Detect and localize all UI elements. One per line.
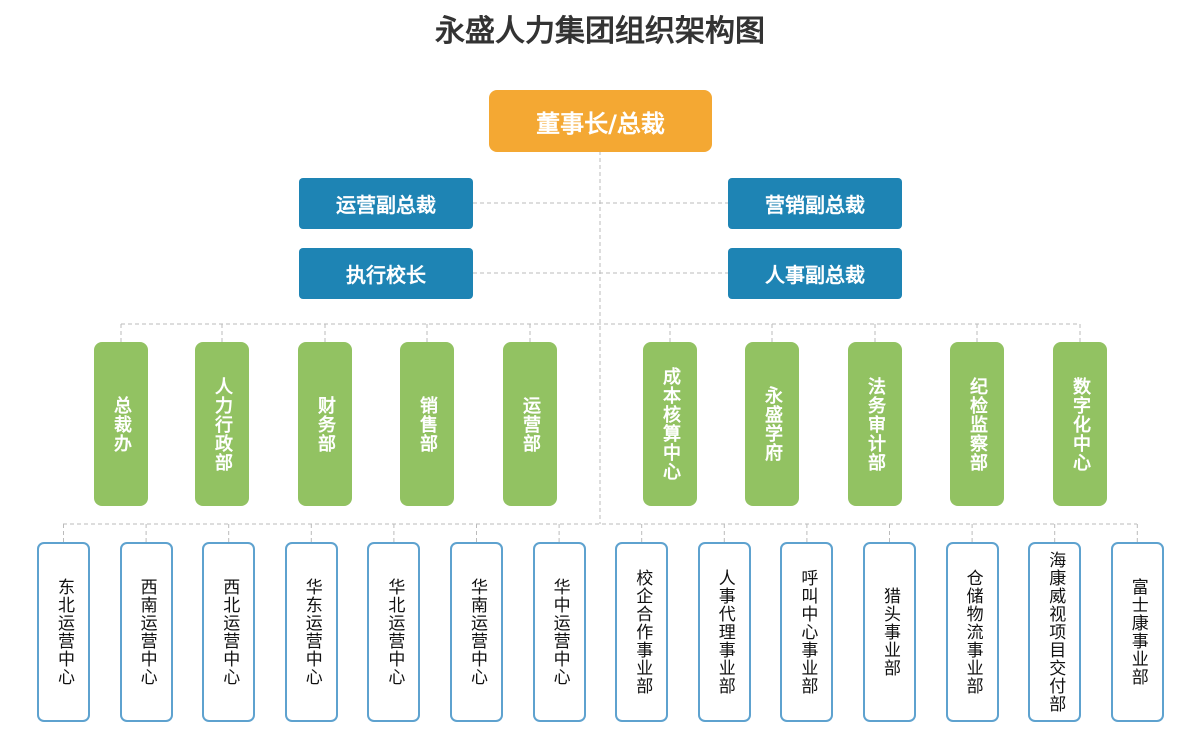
- business-unit-box[interactable]: 西南运营中心: [119, 542, 173, 722]
- department-box[interactable]: 人力行政部: [195, 342, 249, 506]
- department-label: 数字化中心: [1070, 376, 1091, 472]
- vp-operations-box[interactable]: 运营副总裁: [299, 178, 473, 229]
- department-label: 总裁办: [111, 395, 132, 453]
- business-unit-label: 猎头事业部: [880, 587, 900, 677]
- business-unit-box[interactable]: 猎头事业部: [863, 542, 916, 722]
- department-box[interactable]: 成本核算中心: [643, 342, 697, 506]
- business-unit-label: 华东运营中心: [301, 578, 322, 686]
- department-label: 销售部: [417, 395, 438, 453]
- business-unit-box[interactable]: 海康威视项目交付部: [1028, 542, 1082, 722]
- department-box[interactable]: 总裁办: [94, 342, 148, 506]
- business-unit-label: 富士康事业部: [1127, 578, 1148, 686]
- business-unit-label: 华北运营中心: [384, 578, 405, 686]
- vp-hr-label: 人事副总裁: [765, 263, 865, 287]
- business-unit-box[interactable]: 华北运营中心: [367, 542, 421, 722]
- department-box[interactable]: 法务审计部: [848, 342, 902, 506]
- business-unit-label: 华中运营中心: [549, 578, 570, 686]
- business-unit-label: 海康威视项目交付部: [1045, 551, 1066, 713]
- business-unit-box[interactable]: 富士康事业部: [1110, 542, 1164, 722]
- department-label: 运营部: [520, 395, 541, 453]
- vp-marketing-label: 营销副总裁: [765, 193, 865, 217]
- business-unit-box[interactable]: 东北运营中心: [37, 542, 90, 722]
- vp-hr-box[interactable]: 人事副总裁: [728, 248, 902, 299]
- department-label: 人力行政部: [212, 376, 233, 472]
- department-box[interactable]: 运营部: [503, 342, 557, 506]
- department-box[interactable]: 永盛学府: [745, 342, 799, 506]
- department-label: 财务部: [315, 395, 336, 453]
- business-unit-label: 华南运营中心: [467, 578, 487, 686]
- department-label: 法务审计部: [865, 376, 886, 472]
- department-box[interactable]: 数字化中心: [1053, 342, 1107, 506]
- business-unit-box[interactable]: 人事代理事业部: [697, 542, 751, 722]
- business-unit-box[interactable]: 呼叫中心事业部: [780, 542, 834, 722]
- business-unit-box[interactable]: 校企合作事业部: [615, 542, 669, 722]
- business-unit-label: 呼叫中心事业部: [797, 569, 818, 695]
- business-unit-label: 东北运营中心: [54, 578, 74, 686]
- chart-title: 永盛人力集团组织架构图: [435, 14, 765, 49]
- vp-operations-label: 运营副总裁: [336, 193, 436, 217]
- department-box[interactable]: 纪检监察部: [950, 342, 1004, 506]
- business-unit-label: 校企合作事业部: [632, 569, 653, 695]
- business-unit-label: 西南运营中心: [136, 578, 157, 686]
- executive-principal-box[interactable]: 执行校长: [299, 248, 473, 299]
- business-unit-box[interactable]: 仓储物流事业部: [945, 542, 999, 722]
- business-unit-box[interactable]: 华中运营中心: [532, 542, 586, 722]
- department-box[interactable]: 销售部: [400, 342, 454, 506]
- executive-principal-label: 执行校长: [346, 263, 426, 287]
- business-unit-label: 西北运营中心: [219, 578, 240, 686]
- business-unit-label: 人事代理事业部: [714, 569, 735, 695]
- business-unit-box[interactable]: 华南运营中心: [450, 542, 503, 722]
- department-box[interactable]: 财务部: [298, 342, 352, 506]
- business-unit-label: 仓储物流事业部: [962, 569, 983, 695]
- chairman-president-box[interactable]: 董事长/总裁: [489, 90, 712, 152]
- department-label: 永盛学府: [762, 386, 783, 462]
- department-label: 成本核算中心: [660, 367, 681, 481]
- department-label: 纪检监察部: [967, 376, 988, 472]
- vp-marketing-box[interactable]: 营销副总裁: [728, 178, 902, 229]
- business-unit-box[interactable]: 华东运营中心: [284, 542, 338, 722]
- chairman-president-label: 董事长/总裁: [536, 109, 665, 138]
- business-unit-box[interactable]: 西北运营中心: [202, 542, 256, 722]
